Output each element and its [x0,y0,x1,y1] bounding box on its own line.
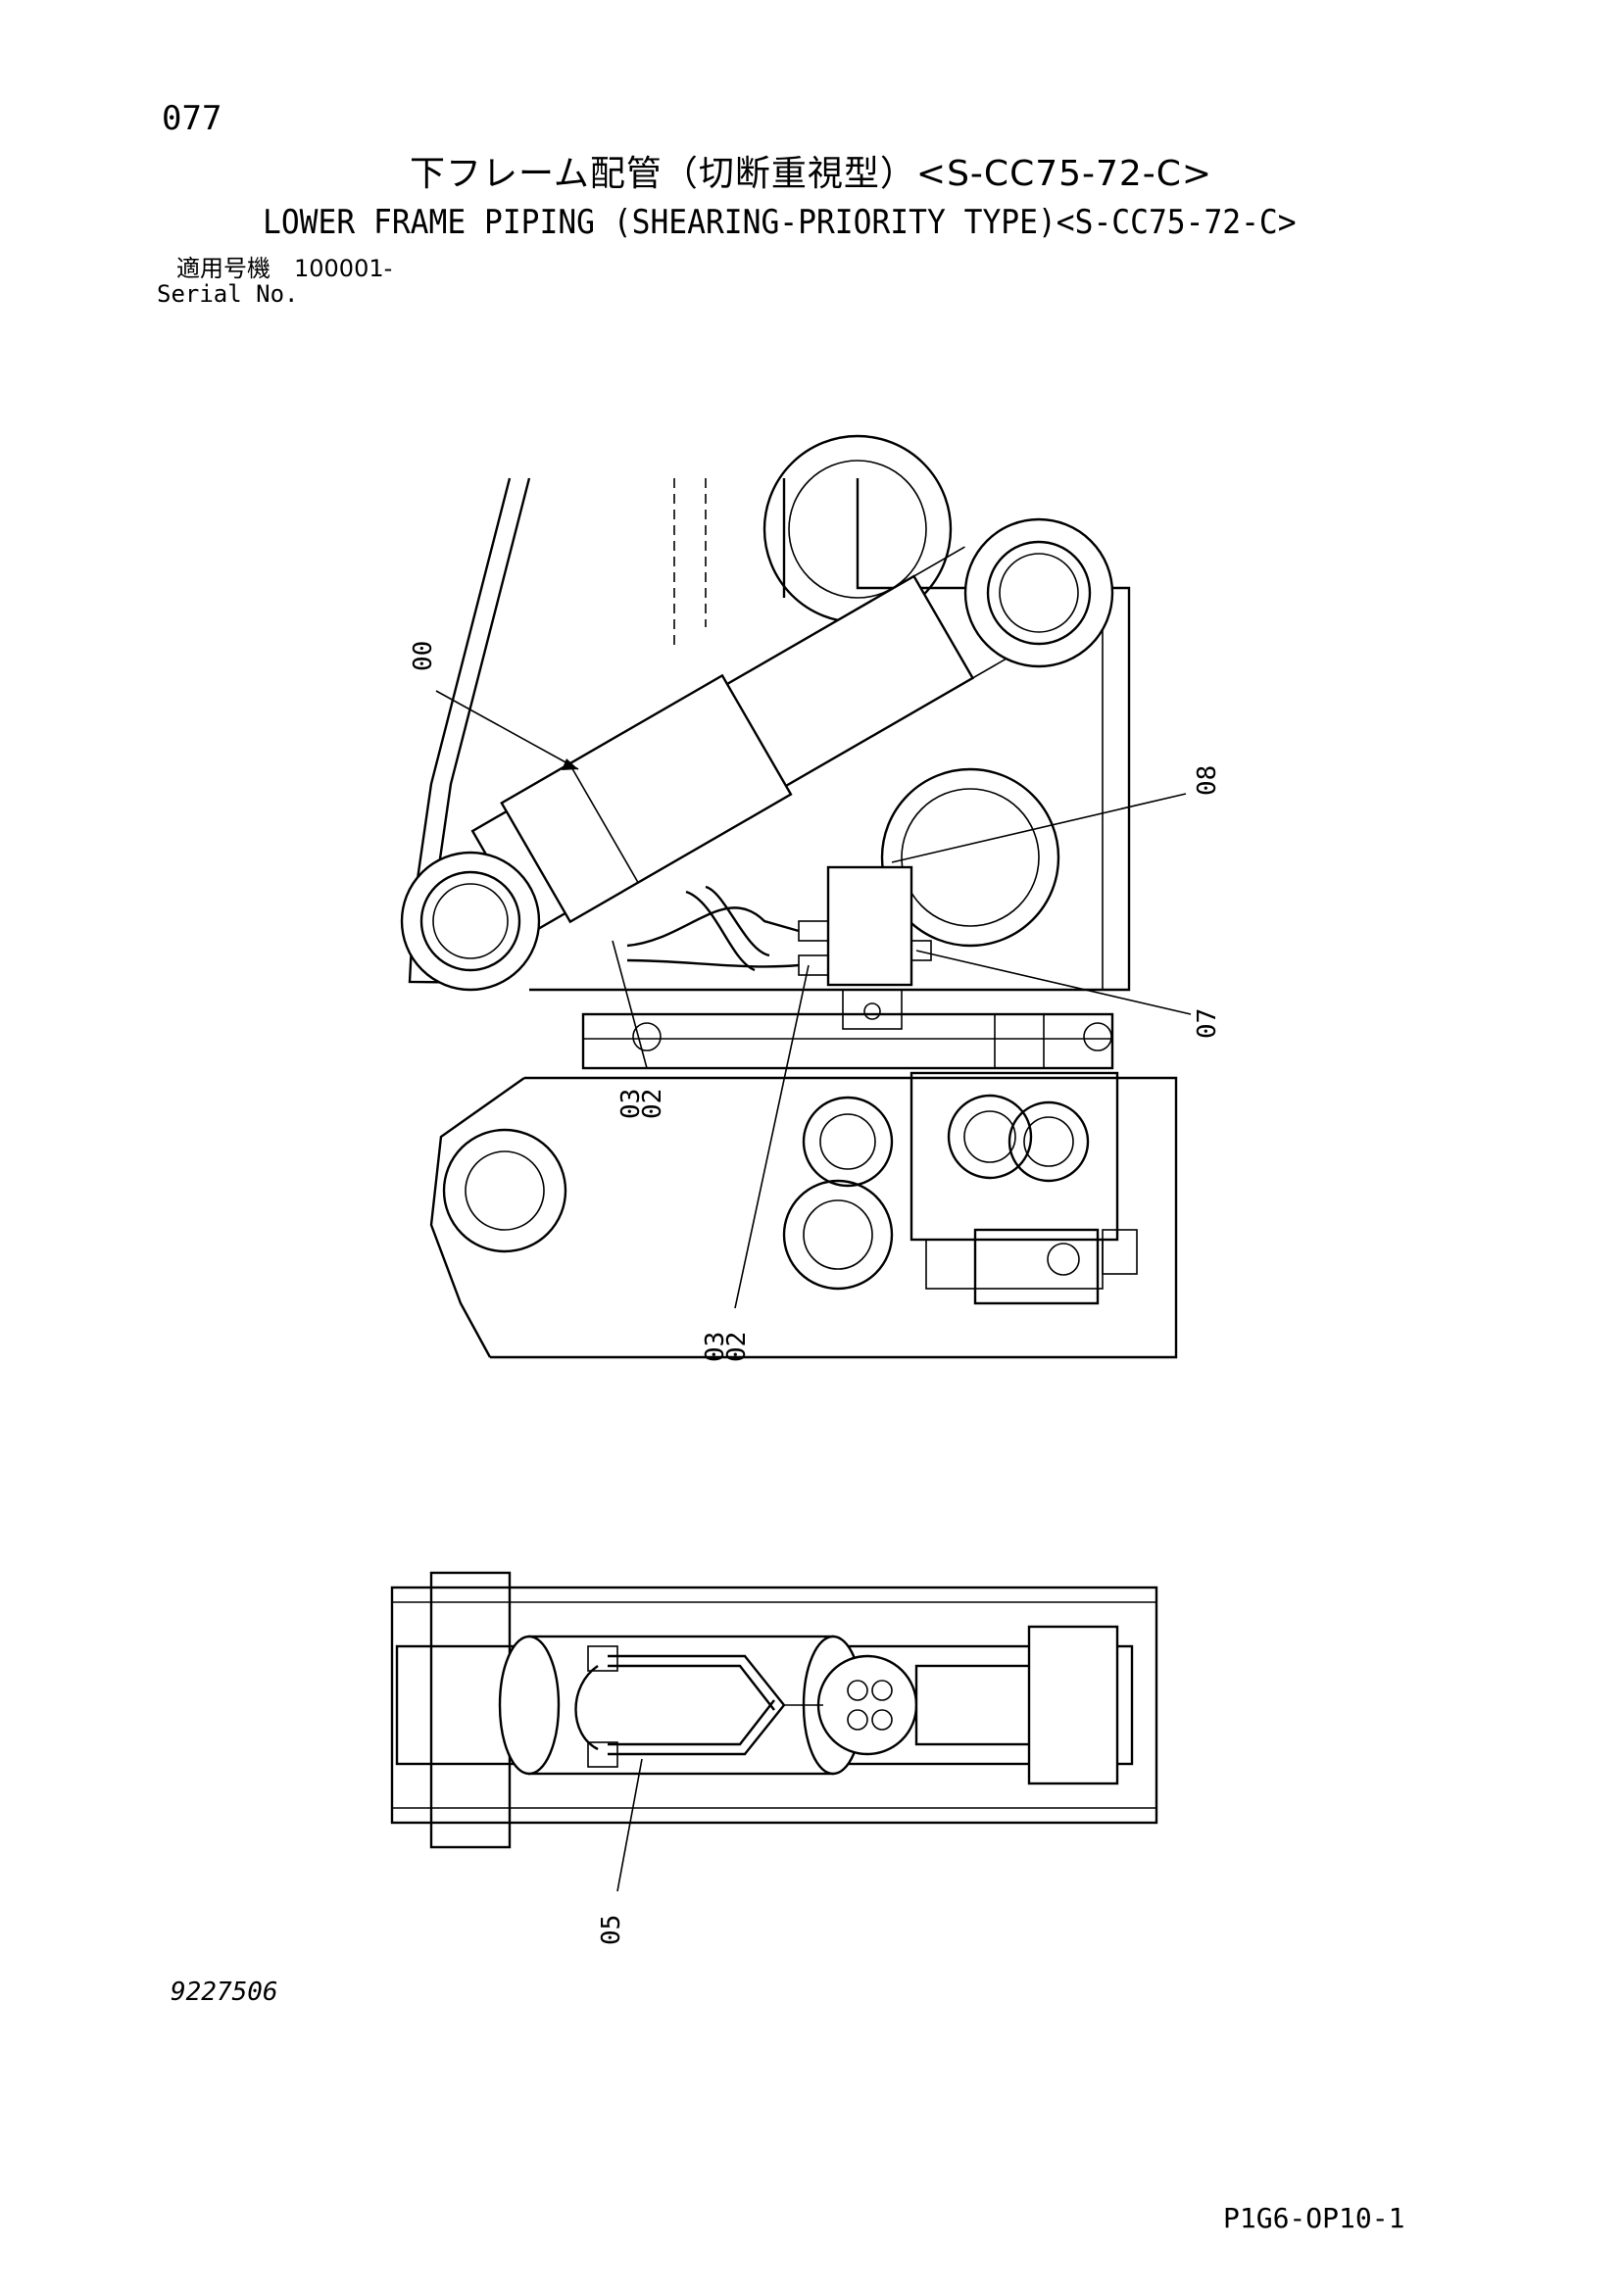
page-code: P1G6-OP10-1 [1223,2202,1405,2234]
serial-label-english: Serial No. [157,280,299,308]
callout-02-b: 02 [722,1332,752,1362]
title-english: LOWER FRAME PIPING (SHEARING-PRIORITY TY… [263,203,1297,242]
callout-02-a: 02 [638,1089,667,1119]
callout-leaders [435,690,1192,1892]
callout-05: 05 [597,1915,626,1945]
upper-side-view [400,434,1178,1359]
callout-03-b: 03 [701,1332,730,1362]
callout-00: 00 [409,641,438,671]
serial-label-japanese: 適用号機 100001- [176,255,393,282]
drawing-number: 9227506 [171,1978,278,2007]
title-japanese: 下フレーム配管（切断重視型）<S-CC75-72-C> [410,154,1213,194]
callout-03-a: 03 [616,1089,646,1119]
lower-top-view [390,1571,1158,1849]
callout-07: 07 [1193,1008,1222,1039]
callout-08: 08 [1193,765,1222,796]
page-number: 077 [162,99,222,138]
